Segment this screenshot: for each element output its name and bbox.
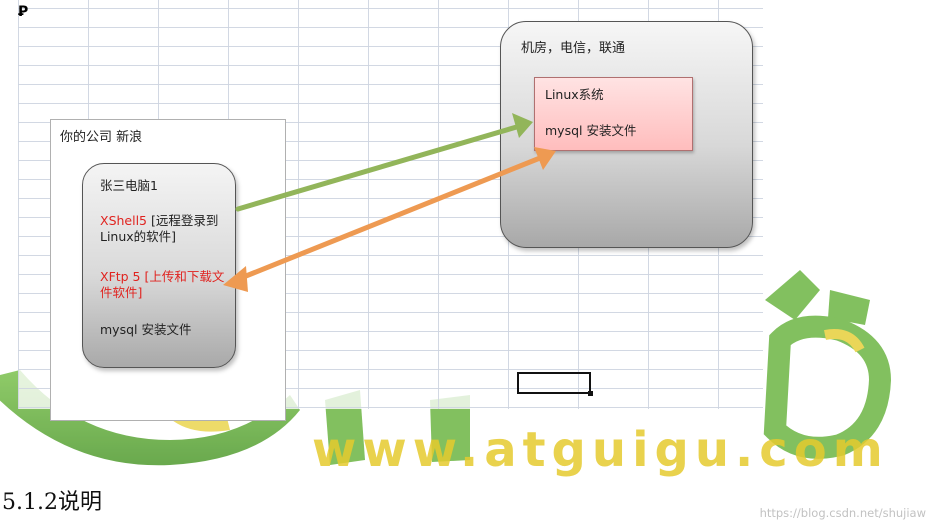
computer-mysql-file: mysql 安装文件 — [100, 322, 192, 337]
watermark-text: www.atguigu.com — [312, 422, 889, 478]
server-mysql-file: mysql 安装文件 — [545, 123, 637, 138]
watermark-glyph — [765, 270, 820, 320]
xftp-entry: XFtp 5 [上传和下载文件软件] — [100, 269, 225, 300]
selected-cell[interactable] — [517, 372, 593, 396]
computer-title: 张三电脑1 — [100, 178, 158, 193]
corner-mark: Ꝑ — [18, 4, 29, 20]
datacenter-title: 机房，电信，联通 — [521, 41, 626, 56]
linux-system-label: Linux系统 — [545, 87, 604, 102]
xshell-name: XShell5 — [100, 213, 148, 228]
xshell-desc: [远程登录到Linux的软件] — [100, 213, 219, 244]
company-label: 你的公司 新浪 — [60, 130, 143, 145]
xshell-entry: XShell5 [远程登录到Linux的软件] — [100, 213, 228, 245]
local-computer: 张三电脑1 XShell5 [远程登录到Linux的软件] XFtp 5 [上传… — [82, 163, 236, 368]
source-credit: https://blog.csdn.net/shujiaw — [759, 506, 926, 520]
linux-server-box: Linux系统 mysql 安装文件 — [534, 77, 693, 151]
section-heading: 5.1.2说明 — [2, 490, 102, 515]
watermark-swoosh — [0, 370, 300, 466]
